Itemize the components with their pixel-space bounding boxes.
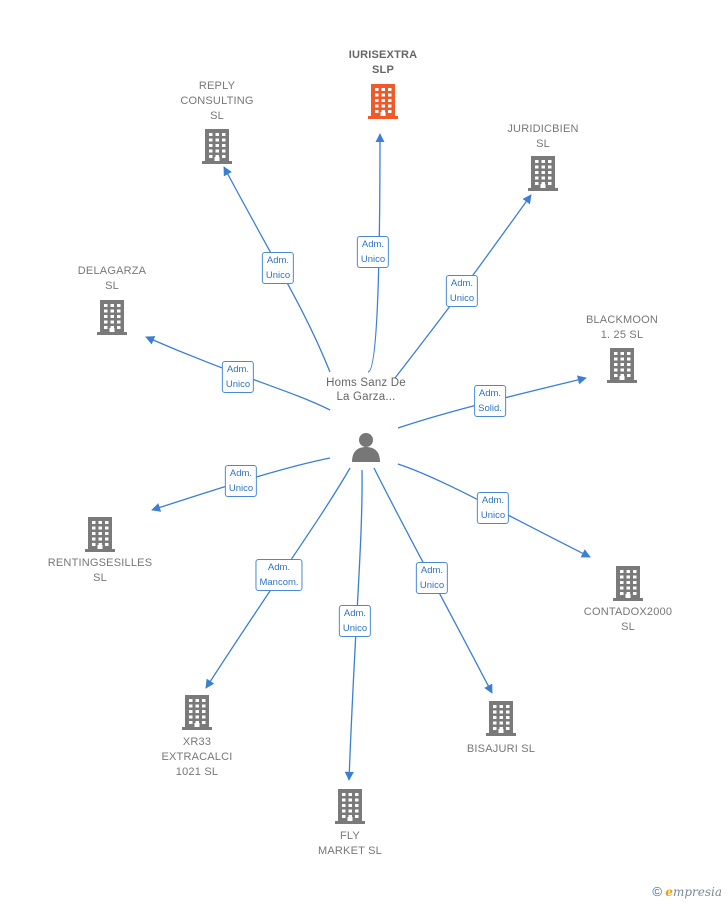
- building-icon[interactable]: [607, 347, 637, 383]
- person-name[interactable]: Homs Sanz De La Garza...: [326, 377, 406, 403]
- edge-role-label-rentingsesilles[interactable]: Adm.Unico: [224, 465, 258, 497]
- edge-role-label-fly[interactable]: Adm.Unico: [338, 605, 372, 637]
- company-name-bisajuri[interactable]: BISAJURI SL: [466, 743, 536, 755]
- edge-role-label-bisajuri[interactable]: Adm.Unico: [415, 562, 449, 594]
- edge-role-label-juridicbien[interactable]: Adm.Unico: [445, 275, 479, 307]
- edge-fly: [344, 469, 363, 781]
- building-icon[interactable]: [528, 155, 558, 191]
- brand-logo[interactable]: empresia: [665, 885, 722, 899]
- building-icon[interactable]: [97, 299, 127, 335]
- person-icon[interactable]: [351, 431, 381, 467]
- edge-reply: [223, 166, 331, 373]
- building-icon[interactable]: [85, 516, 115, 552]
- edge-contadox: [397, 463, 591, 558]
- edge-role-label-contadox[interactable]: Adm.Unico: [476, 492, 510, 524]
- edge-role-label-delagarza[interactable]: Adm.Unico: [221, 361, 255, 393]
- edge-delagarza: [145, 336, 331, 411]
- edge-role-label-reply[interactable]: Adm.Unico: [261, 252, 295, 284]
- copyright-symbol: ©: [652, 884, 662, 899]
- copyright-footer: © empresia: [652, 884, 722, 899]
- building-icon[interactable]: [335, 788, 365, 824]
- building-icon[interactable]: [613, 565, 643, 601]
- building-icon[interactable]: [486, 700, 516, 736]
- edge-role-label-iurisextra[interactable]: Adm.Unico: [356, 236, 390, 268]
- edge-role-label-xr33[interactable]: Adm.Mancom.: [255, 559, 303, 591]
- edge-blackmoon: [397, 375, 587, 429]
- building-icon[interactable]: [202, 128, 232, 164]
- edge-iurisextra: [367, 133, 385, 373]
- building-icon[interactable]: [182, 694, 212, 730]
- edge-xr33: [205, 467, 351, 689]
- edge-role-label-blackmoon[interactable]: Adm.Solid.: [474, 385, 506, 417]
- edge-rentingsesilles: [151, 457, 331, 512]
- edge-bisajuri: [373, 467, 493, 694]
- building-icon[interactable]: [368, 83, 398, 119]
